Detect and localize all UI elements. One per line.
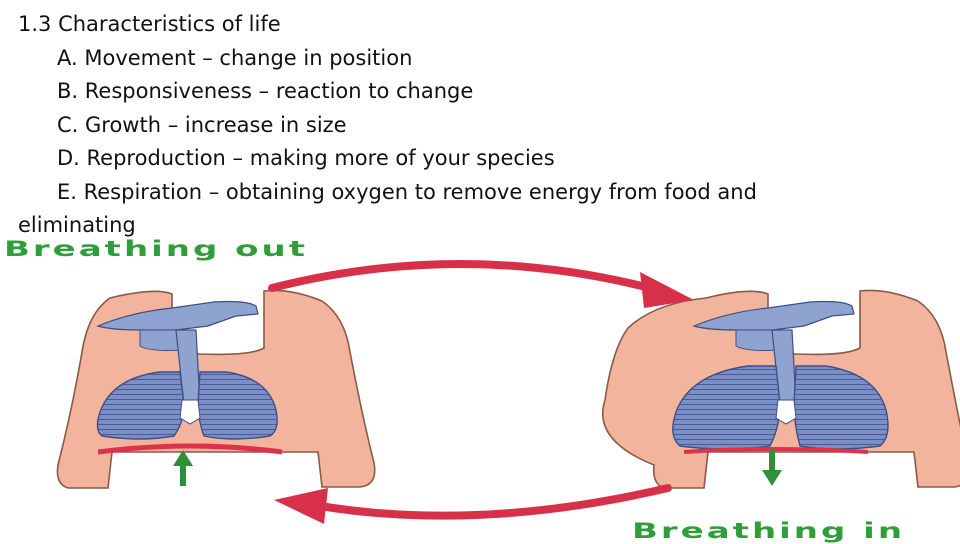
up-arrow-icon <box>173 450 193 486</box>
lungs-left <box>96 371 278 440</box>
item-growth: C. Growth – increase in size <box>57 112 347 137</box>
item-movement: A. Movement – change in position <box>57 45 413 70</box>
diaphragm-left <box>97 443 283 455</box>
lungs-right <box>672 365 889 450</box>
item-responsiveness: B. Responsiveness – reaction to change <box>57 79 474 103</box>
cycle-arrow-bottom-icon <box>274 484 672 524</box>
down-arrow-icon <box>762 450 782 486</box>
cycle-arrow-top-icon <box>268 260 694 308</box>
torso-left <box>56 289 376 489</box>
slide-heading: 1.3 Characteristics of life <box>18 12 281 36</box>
item-respiration-continuation: eliminating <box>18 213 136 237</box>
breathing-in-caption: Breathing in <box>632 519 906 544</box>
torso-right <box>602 289 960 489</box>
item-respiration: E. Respiration – obtaining oxygen to rem… <box>57 179 757 204</box>
airway-left <box>96 300 259 407</box>
airway-right <box>692 300 855 407</box>
diaphragm-right <box>683 447 869 454</box>
breathing-out-caption: Breathing out <box>4 237 308 262</box>
slide-text: 1.3 Characteristics of life A. Movement … <box>18 8 948 243</box>
item-reproduction: D. Reproduction – making more of your sp… <box>57 146 555 170</box>
